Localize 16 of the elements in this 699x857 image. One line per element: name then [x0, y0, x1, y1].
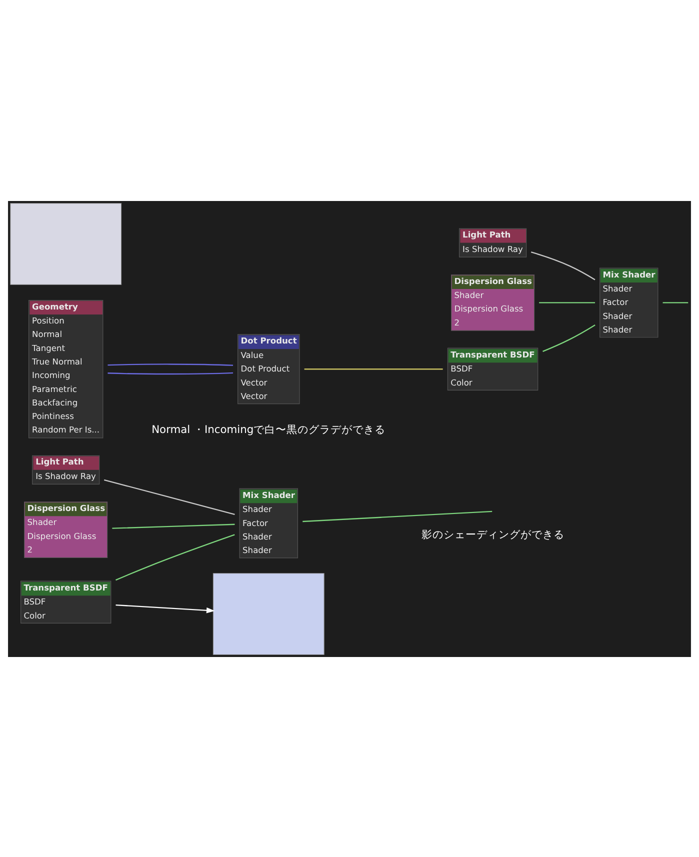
- connector: [116, 534, 235, 580]
- connector: [302, 510, 492, 522]
- connector: [112, 523, 235, 528]
- connector: [542, 324, 596, 352]
- node-box: [10, 202, 122, 284]
- connector: [108, 363, 234, 366]
- label: 影のシェーディングができる: [421, 527, 564, 540]
- label: Normal ・Incomingで白〜黒のグラデができる: [152, 422, 386, 436]
- connector: [662, 302, 688, 303]
- connector: [530, 251, 596, 280]
- node-box: [212, 572, 324, 654]
- connector: [108, 372, 234, 374]
- arrow: [116, 604, 215, 613]
- connector: [539, 302, 596, 303]
- connector: [304, 368, 443, 370]
- connector: [104, 478, 235, 515]
